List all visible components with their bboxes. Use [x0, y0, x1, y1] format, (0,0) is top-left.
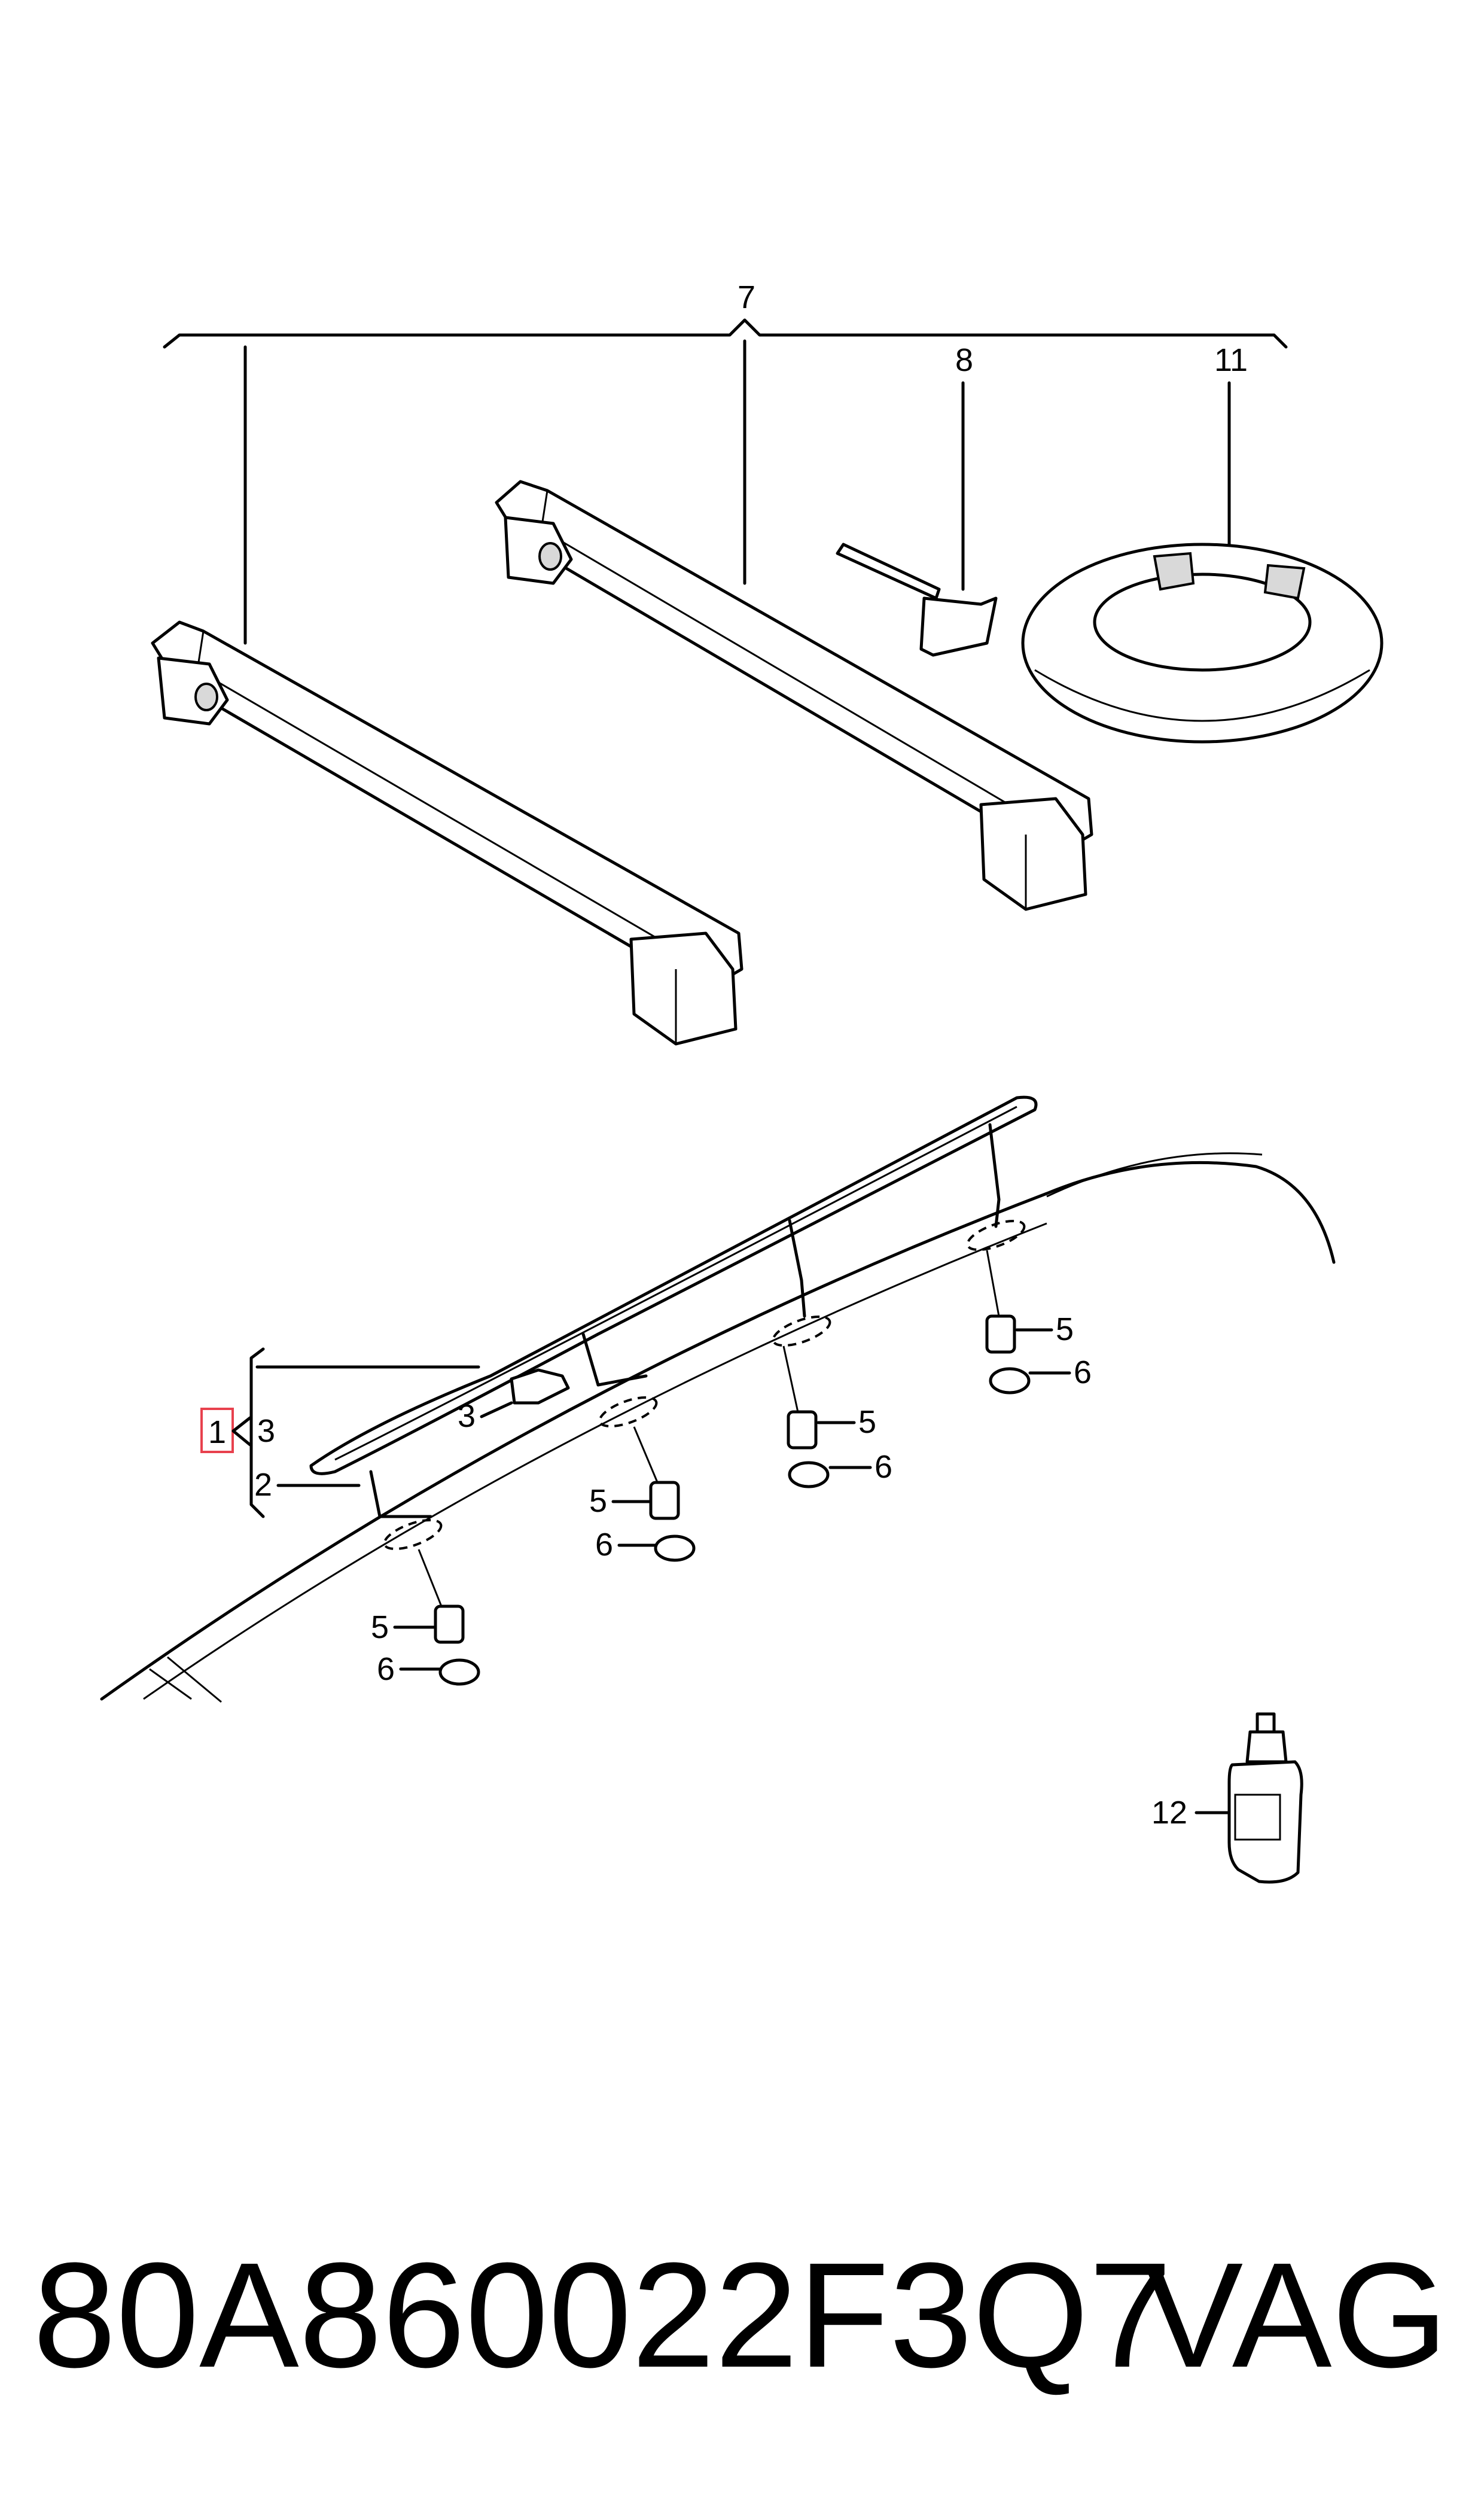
callout-11: 11: [1214, 342, 1248, 378]
adhesive-bottle: [1227, 1712, 1303, 1884]
roof-outline: [100, 1161, 1336, 1701]
callout-3-top: 3: [257, 1413, 275, 1449]
tool-key: [836, 543, 998, 657]
callout-8: 8: [955, 342, 973, 378]
fastener-set-2: [649, 1481, 696, 1562]
mounting-holes: [383, 1219, 1026, 1551]
callout-12: 12: [1151, 1795, 1187, 1831]
clip-part-3: [510, 1368, 570, 1405]
callout-5-a: 5: [371, 1609, 389, 1645]
roof-cross-bar-front: [151, 620, 743, 1046]
bracket-7: [163, 318, 1288, 645]
fastener-set-3: [787, 1410, 830, 1488]
callout-5-d: 5: [1056, 1311, 1074, 1347]
callout-5-b: 5: [589, 1483, 607, 1519]
roof-cross-bar-rear: [495, 480, 1093, 911]
part-number: 80A860022F3Q7: [33, 2231, 1172, 2398]
callout-1: 1: [208, 1414, 226, 1450]
bracket-1: [249, 1347, 480, 1518]
callout-6-d: 6: [1074, 1354, 1092, 1390]
fastener-set-4: [985, 1314, 1031, 1395]
callout-5-c: 5: [858, 1404, 876, 1440]
callout-6-c: 6: [874, 1449, 892, 1485]
guide-lines: [418, 1250, 1000, 1610]
callout-6-b: 6: [595, 1527, 613, 1563]
callout-6-a: 6: [377, 1651, 395, 1687]
roof-rail: [309, 1095, 1038, 1475]
storage-bag-ring: [1021, 543, 1384, 744]
fastener-set-1: [434, 1604, 480, 1686]
callout-2: 2: [254, 1467, 272, 1503]
brand-label: VAG: [1143, 2231, 1448, 2398]
callout-7: 7: [738, 279, 755, 315]
callout-3-clip: 3: [458, 1398, 476, 1434]
rail-studs: [369, 1123, 1001, 1518]
